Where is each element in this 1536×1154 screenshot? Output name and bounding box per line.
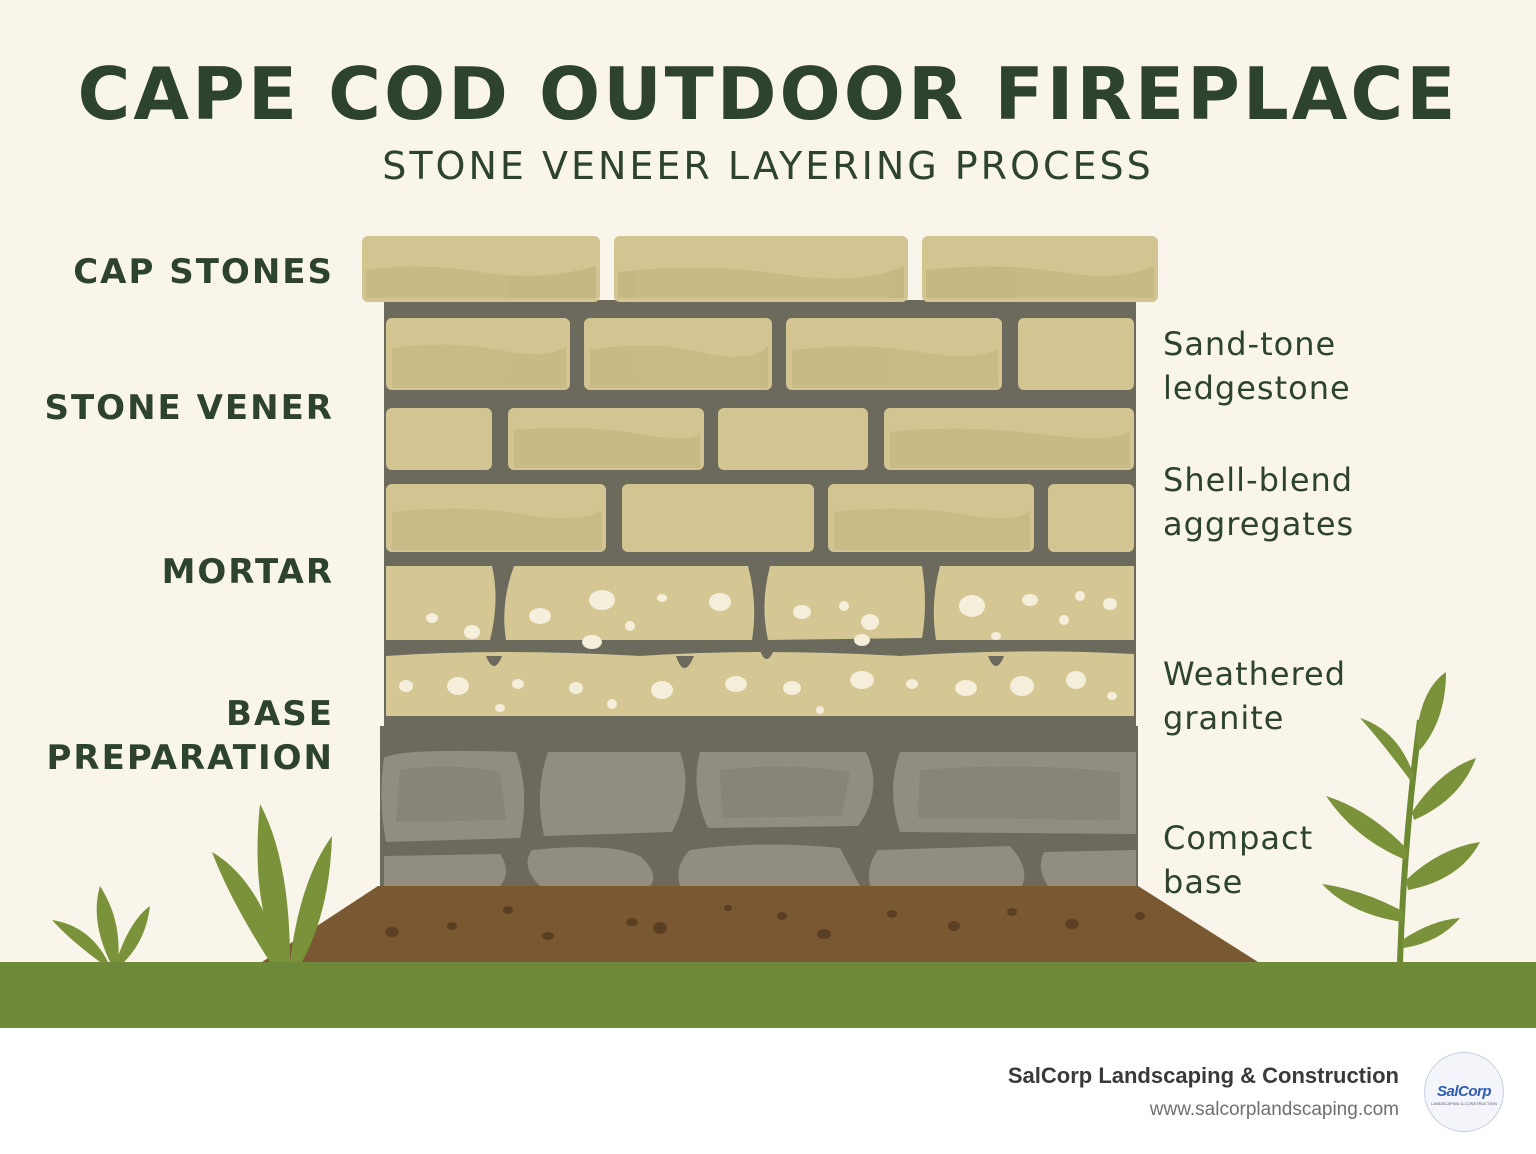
fireplace-diagram: [0, 236, 1536, 1028]
right-plant: [1322, 672, 1480, 963]
company-url[interactable]: www.salcorplandscaping.com: [1149, 1099, 1399, 1120]
mortar-drips: [486, 650, 1004, 668]
grass-strip: [0, 962, 1536, 1028]
label-cap-stones: CAP STONES: [73, 252, 334, 292]
label-weathered-granite: Weathered granite: [1163, 655, 1347, 737]
soil-base: [262, 886, 1258, 962]
company-name: SalCorp Landscaping & Construction: [1007, 1063, 1399, 1088]
label-base-preparation: BASE PREPARATION: [46, 694, 334, 778]
granite-texture: [396, 766, 1120, 822]
left-plant: [52, 804, 332, 962]
label-shell-blend-aggregates: Shell-blend aggregates: [1163, 461, 1355, 543]
page-subtitle: STONE VENEER LAYERING PROCESS: [382, 144, 1154, 188]
label-sand-tone-ledgestone: Sand-tone ledgestone: [1163, 325, 1351, 407]
page-title: CAPE COD OUTDOOR FIREPLACE: [77, 52, 1459, 136]
label-mortar: MORTAR: [161, 552, 334, 592]
soil-specks: [385, 905, 1145, 940]
label-stone-veneer: STONE VENER: [44, 388, 334, 428]
infographic: CAPE COD OUTDOOR FIREPLACE STONE VENEER …: [0, 0, 1536, 1028]
logo-tagline: LANDSCAPING & CONSTRUCTION: [1431, 1101, 1497, 1106]
shell-aggregates: [399, 590, 1117, 714]
label-compact-base: Compact base: [1163, 819, 1314, 901]
cap-stone-texture: [366, 266, 1154, 298]
stone-texture: [392, 344, 1130, 550]
logo-wordmark: SalCorp: [1436, 1083, 1492, 1100]
company-logo: SalCorp LANDSCAPING & CONSTRUCTION: [1424, 1052, 1504, 1132]
